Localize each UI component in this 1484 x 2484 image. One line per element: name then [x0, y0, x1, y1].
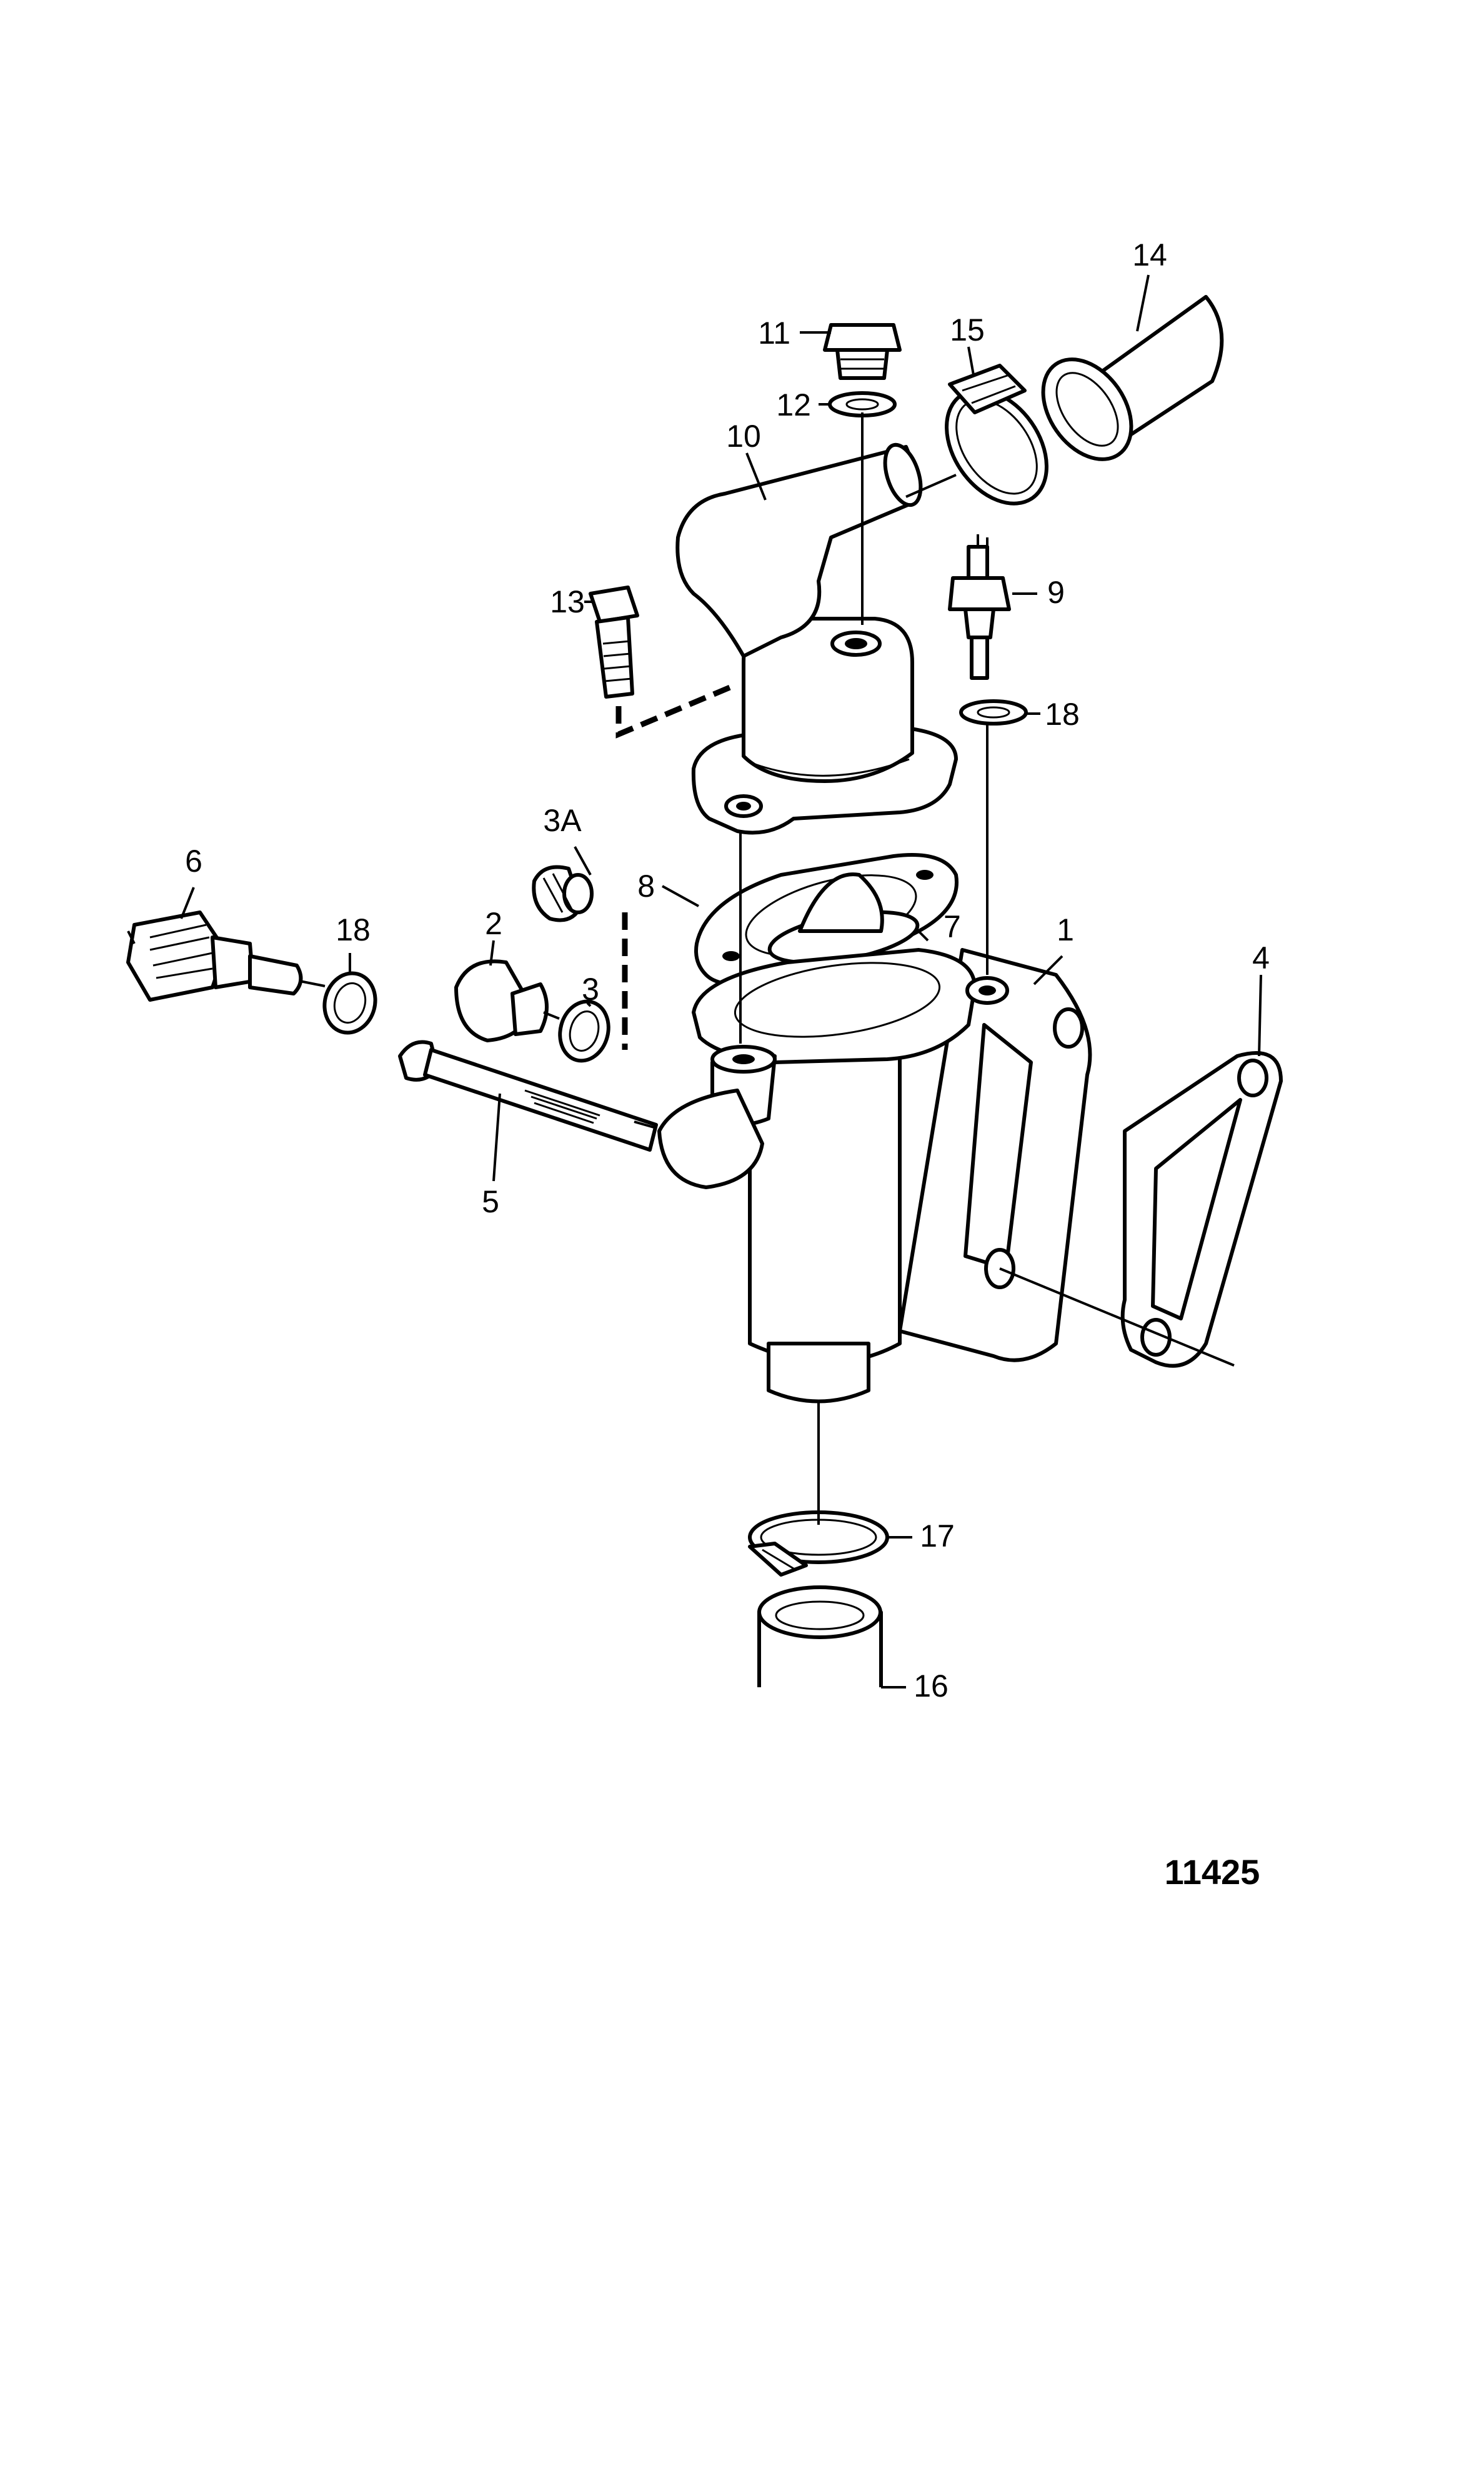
part-plug-2 — [454, 959, 549, 1042]
callout-12: 12 — [776, 387, 811, 422]
callout-11: 11 — [758, 316, 790, 351]
callout-2: 2 — [485, 906, 502, 941]
callout-18-left: 18 — [336, 912, 371, 947]
part-plug-3a — [532, 865, 594, 922]
callout-3: 3 — [582, 972, 599, 1007]
callout-8: 8 — [637, 869, 655, 904]
callout-18-right: 18 — [1045, 697, 1080, 732]
callout-10: 10 — [726, 419, 761, 454]
part-washer-18-right — [959, 699, 1028, 726]
part-sender-6 — [126, 910, 303, 1002]
part-upper-hose-clamp — [945, 364, 1048, 506]
gasket-4-alignment-line — [999, 1267, 1235, 1367]
sender-6-alignment-line — [299, 980, 326, 987]
callout-17: 17 — [920, 1519, 955, 1554]
part-flange-gasket-4 — [1120, 1051, 1283, 1368]
callout-6: 6 — [185, 844, 202, 879]
part-temperature-sender-9 — [948, 534, 1011, 680]
callout-labels: 1 2 3 3A 4 5 6 7 8 9 10 11 12 13 14 15 1… — [185, 237, 1270, 1703]
part-washer-18-left — [322, 971, 377, 1035]
callout-7: 7 — [944, 909, 961, 944]
part-washer-12 — [828, 391, 897, 417]
part-lower-hose — [753, 1585, 887, 1706]
figure-number: 11425 — [1165, 1852, 1260, 1892]
alignment-lines — [543, 412, 989, 1525]
callout-4: 4 — [1252, 940, 1270, 975]
part-lower-hose-clamp — [748, 1510, 889, 1577]
part-thermostat-housing — [657, 948, 1092, 1404]
bolt-13-guide-line — [615, 681, 739, 739]
callout-15: 15 — [950, 312, 985, 347]
callout-3a: 3A — [543, 803, 582, 838]
leader-lines — [180, 274, 1262, 1688]
callout-16: 16 — [914, 1668, 949, 1703]
part-long-bolt-5 — [398, 1040, 658, 1152]
callout-14: 14 — [1132, 237, 1167, 272]
callout-5: 5 — [482, 1184, 499, 1219]
part-thermostat-cover — [675, 442, 958, 835]
part-plug-11 — [823, 323, 902, 380]
callout-1: 1 — [1057, 912, 1074, 947]
part-upper-hose — [1041, 295, 1224, 461]
callout-13: 13 — [550, 584, 585, 619]
part-washer-3 — [558, 999, 610, 1063]
callout-9: 9 — [1047, 575, 1065, 610]
part-bolt-13 — [589, 586, 639, 699]
